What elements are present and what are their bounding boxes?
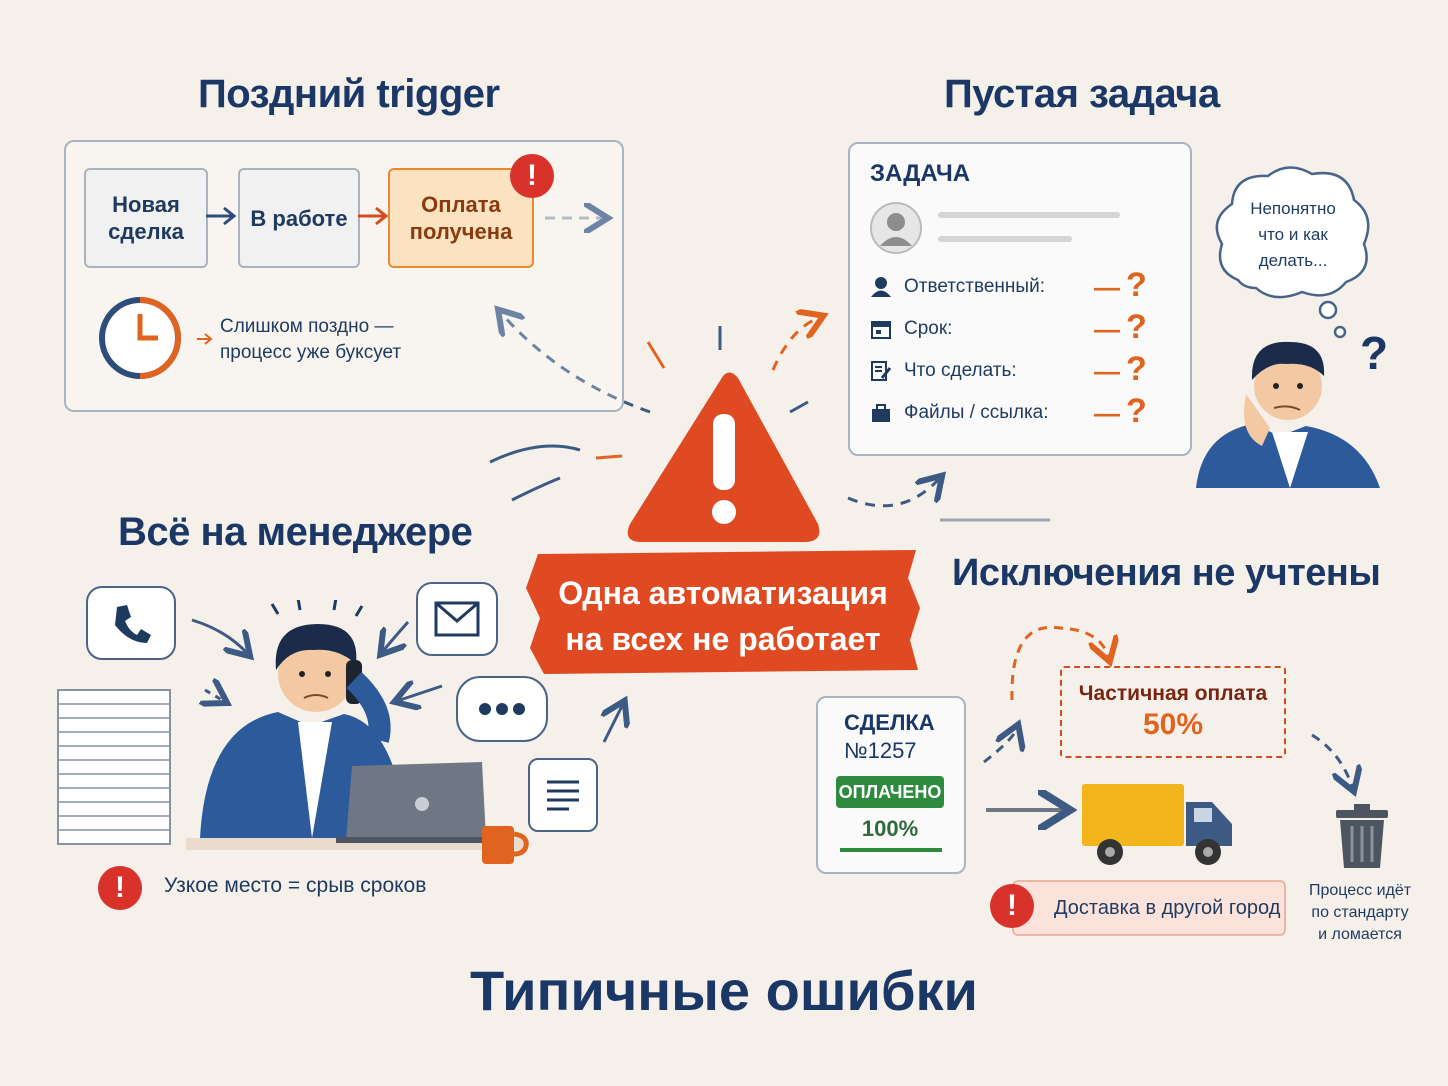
- document-bubble: [528, 758, 598, 832]
- briefcase-icon: [872, 404, 890, 422]
- coffee-mug-icon: [482, 826, 529, 864]
- calendar-icon: [871, 321, 891, 339]
- warning-triangle-icon: [627, 372, 820, 542]
- mail-icon: [434, 601, 480, 637]
- partial-payment-box: [1060, 666, 1286, 758]
- delivery-note-box: [1012, 880, 1286, 936]
- document-lines-icon: [547, 780, 579, 811]
- arrow-right-icon: [197, 333, 213, 345]
- field-what-to-do: Что сделать:: [870, 360, 1017, 382]
- warning-badge-icon: !: [990, 884, 1034, 928]
- step-in-progress: В работе: [238, 168, 360, 268]
- delivery-truck-icon: [1082, 784, 1232, 865]
- question-mark: ?: [1126, 350, 1147, 388]
- field-files-link: Файлы / ссылка:: [870, 402, 1049, 424]
- question-mark: ?: [1126, 266, 1147, 304]
- missing-dash: —: [1094, 398, 1120, 428]
- clock-icon: [99, 297, 181, 379]
- placeholder-line: [938, 236, 1072, 242]
- missing-dash: —: [1094, 356, 1120, 386]
- confused-man-illustration: [1196, 341, 1380, 488]
- late-trigger-title: Поздний trigger: [198, 72, 500, 116]
- manager-title: Всё на менеджере: [118, 510, 473, 554]
- center-message: Одна автоматизация на всех не работает: [558, 575, 888, 657]
- paid-percent: 100%: [861, 816, 919, 841]
- deal-label: СДЕЛКА: [844, 710, 935, 735]
- question-mark: ?: [1126, 308, 1147, 346]
- empty-task-title: Пустая задача: [944, 72, 1220, 116]
- center-banner: [526, 550, 920, 674]
- delivery-note: Доставка в другой город: [1054, 897, 1281, 919]
- thought-cloud: [1215, 166, 1370, 339]
- chat-bubble: [456, 676, 548, 742]
- phone-icon: [115, 605, 151, 643]
- warning-badge-icon: !: [98, 866, 142, 910]
- arrow-right-icon: [206, 206, 237, 226]
- placeholder-line: [938, 212, 1120, 218]
- late-note-line1: Слишком поздно —: [220, 316, 394, 337]
- task-card: [848, 142, 1192, 456]
- warning-badge-icon: !: [510, 154, 554, 198]
- paper-stack-illustration: [57, 689, 171, 845]
- deal-number: №1257: [844, 738, 917, 763]
- big-question-mark: ?: [1360, 327, 1389, 379]
- arrow-right-icon: [358, 206, 389, 226]
- field-assignee: Ответственный:: [870, 276, 1045, 298]
- avatar: [870, 202, 922, 254]
- missing-dash: —: [1094, 314, 1120, 344]
- question-mark: ?: [1126, 392, 1147, 430]
- main-title: Типичные ошибки: [470, 959, 978, 1022]
- phone-bubble: [86, 586, 176, 660]
- breaks-note: Процесс идёт по стандарту и ломается: [1308, 882, 1412, 943]
- email-bubble: [416, 582, 498, 656]
- thought-text: Непонятно что и как делать...: [1250, 199, 1336, 270]
- user-icon: [871, 277, 891, 297]
- missing-dash: —: [1094, 272, 1120, 302]
- more-dots-icon: [479, 703, 525, 715]
- edit-icon: [871, 361, 892, 381]
- trash-bin-icon: [1336, 804, 1388, 868]
- manager-note: Узкое место = срыв сроков: [164, 874, 427, 897]
- partial-payment-percent: 50%: [1142, 708, 1204, 741]
- paid-progress-bar: [840, 848, 942, 852]
- field-deadline: Срок:: [870, 318, 952, 340]
- paid-badge: ОПЛАЧЕНО: [836, 776, 944, 808]
- task-card-title: ЗАДАЧА: [870, 160, 971, 187]
- partial-payment-label: Частичная оплата: [1078, 682, 1268, 705]
- exceptions-title: Исключения не учтены: [952, 552, 1381, 594]
- stressed-manager-illustration: [186, 600, 526, 850]
- late-note-line2: процесс уже буксует: [220, 342, 402, 363]
